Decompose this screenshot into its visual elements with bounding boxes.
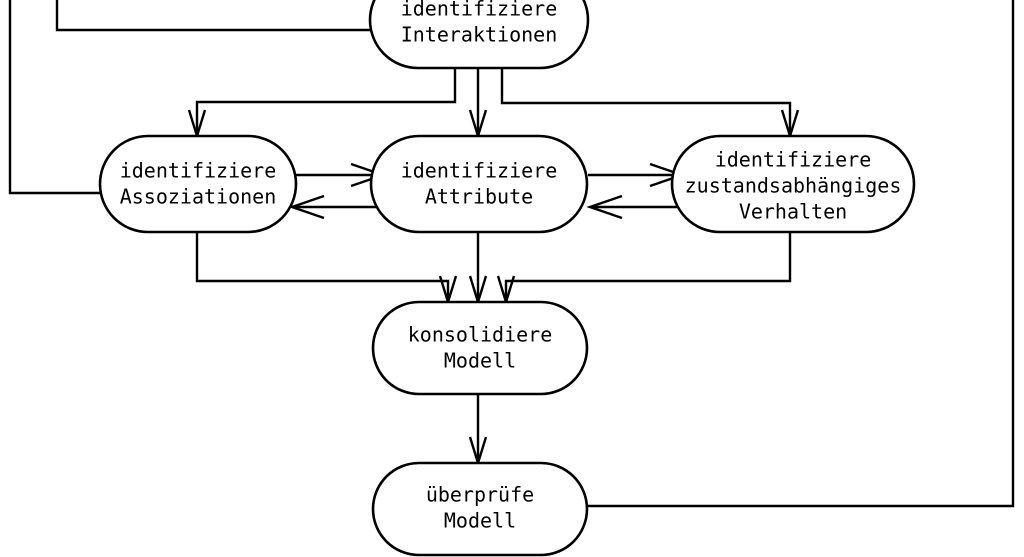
node-identifiziere-interaktionen[interactable]: identifiziere Interaktionen	[368, 0, 590, 70]
edge-layer	[8, 0, 1015, 508]
node-shape-assoziationen	[98, 134, 298, 234]
node-label-verhalten-line3: Verhalten	[739, 200, 847, 224]
node-label-interaktionen-line1: identifiziere	[401, 0, 558, 21]
node-label-ueberpruefe-line2: Modell	[444, 509, 516, 533]
node-layer: identifiziere Interaktionen identifizier…	[98, 0, 916, 557]
node-label-attribute-line2: Attribute	[425, 185, 533, 209]
node-label-assoziationen-line2: Assoziationen	[120, 185, 277, 209]
node-label-verhalten-line1: identifiziere	[715, 148, 872, 172]
node-identifiziere-assoziationen[interactable]: identifiziere Assoziationen	[98, 134, 298, 234]
arrowhead-verhalten-to-attribute	[586, 194, 623, 220]
node-ueberpruefe-modell[interactable]: überprüfe Modell	[371, 461, 589, 557]
edge-verhalten-to-konsolidiere	[504, 233, 792, 300]
edge-interaktionen-to-assoziationen	[195, 68, 457, 134]
node-identifiziere-attribute[interactable]: identifiziere Attribute	[369, 134, 589, 234]
edge-interaktionen-feedback-left	[55, 0, 370, 32]
node-label-ueberpruefe-line1: überprüfe	[426, 483, 534, 507]
node-label-interaktionen-line2: Interaktionen	[401, 23, 558, 47]
node-konsolidiere-modell[interactable]: konsolidiere Modell	[371, 300, 589, 396]
node-label-verhalten-line2: zustandsabhängiges	[685, 174, 902, 198]
node-label-konsolidiere-line1: konsolidiere	[408, 323, 553, 347]
node-label-attribute-line1: identifiziere	[401, 159, 558, 183]
node-label-konsolidiere-line2: Modell	[444, 349, 516, 373]
edge-assoziationen-to-konsolidiere	[195, 233, 450, 300]
node-shape-interaktionen	[368, 0, 590, 70]
node-shape-attribute	[369, 134, 589, 234]
node-shape-ueberpruefe	[371, 461, 589, 557]
arrowhead-attribute-to-assoziationen	[288, 194, 325, 220]
node-shape-konsolidiere	[371, 300, 589, 396]
edge-interaktionen-to-verhalten	[500, 68, 792, 134]
edge-offscreen-left-to-assoziationen	[8, 0, 101, 195]
node-identifiziere-zustandsabhaengiges-verhalten[interactable]: identifiziere zustandsabhängiges Verhalt…	[670, 134, 916, 234]
node-shape-verhalten	[670, 134, 916, 234]
node-label-assoziationen-line1: identifiziere	[120, 159, 277, 183]
edge-ueberpruefe-feedback-right	[586, 0, 1015, 508]
